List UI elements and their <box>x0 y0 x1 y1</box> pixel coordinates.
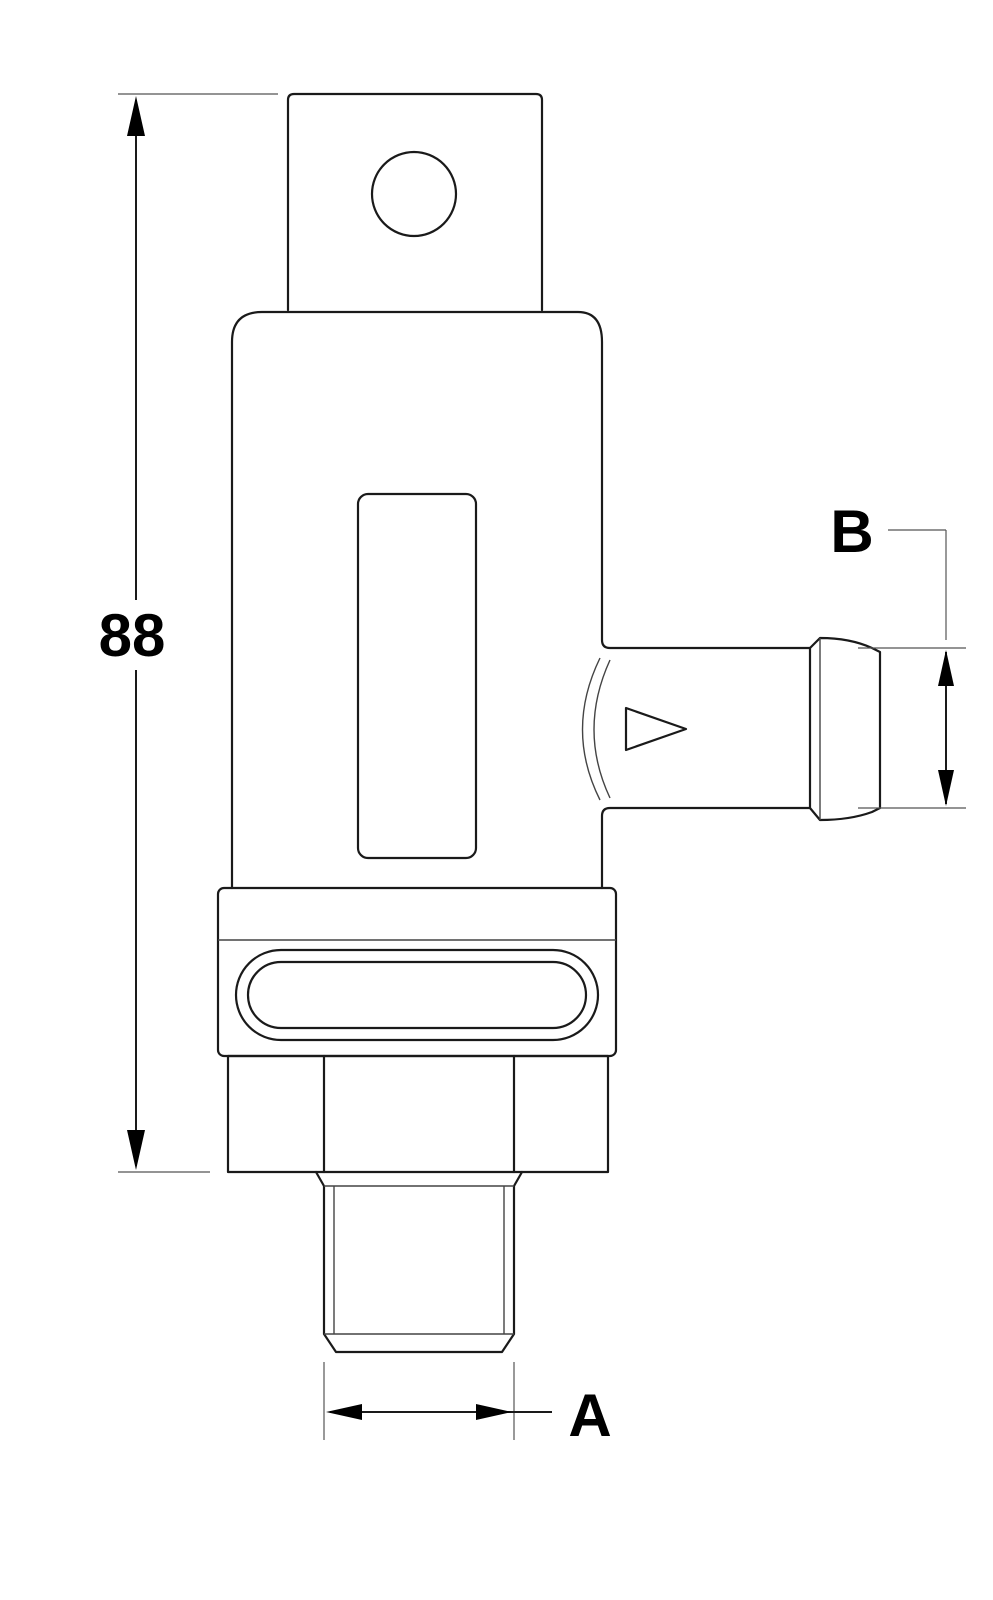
sight-window <box>356 492 478 860</box>
main-body <box>230 310 812 890</box>
flow-arrow-icon <box>624 706 688 752</box>
threaded-fitting <box>314 1170 524 1354</box>
mounting-tab <box>286 92 544 312</box>
hose-barb-port <box>581 636 882 822</box>
oval-slot <box>234 948 600 1042</box>
port-a-dimension: A <box>323 1362 612 1449</box>
port-a-label: A <box>568 1382 611 1449</box>
height-dimension: 88 <box>96 93 278 1173</box>
lower-collar <box>216 886 618 1058</box>
port-b-label: B <box>830 498 873 565</box>
mounting-hole <box>370 150 458 238</box>
height-label: 88 <box>99 602 166 669</box>
hex-section <box>226 1054 610 1174</box>
port-b-dimension: B <box>830 498 966 809</box>
